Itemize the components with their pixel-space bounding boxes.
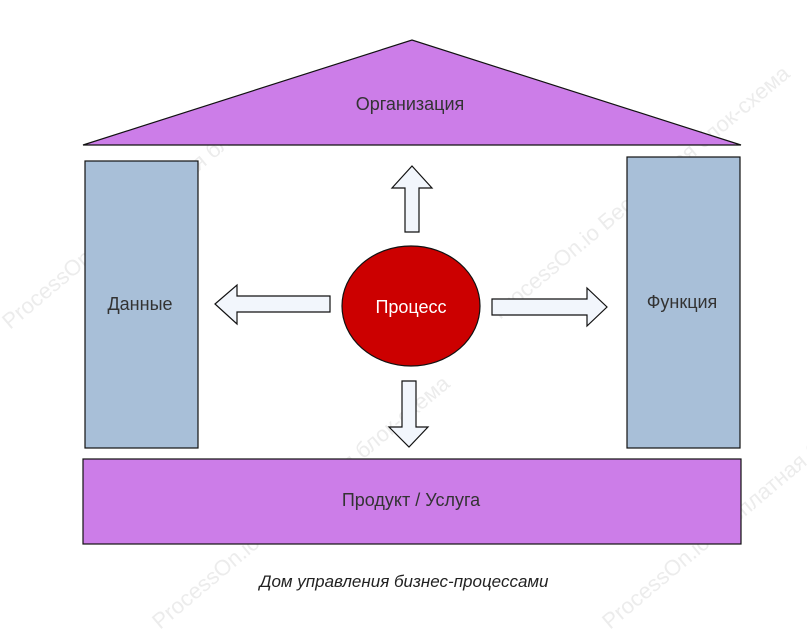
left-pillar[interactable]	[84, 160, 199, 449]
arrow-down-icon	[387, 380, 430, 448]
left-pillar-label: Данные	[107, 294, 172, 314]
foundation-bar[interactable]	[82, 458, 742, 545]
roof-triangle[interactable]	[82, 39, 742, 146]
foundation-label: Продукт / Услуга	[342, 490, 481, 510]
arrow-right-icon	[491, 286, 608, 328]
arrow-up-icon	[390, 165, 434, 233]
roof-label: Организация	[356, 94, 465, 114]
process-label: Процесс	[375, 297, 446, 317]
right-pillar-label: Функция	[647, 292, 718, 312]
arrow-left-icon	[214, 283, 331, 326]
right-pillar[interactable]	[626, 156, 741, 449]
process-circle[interactable]	[341, 245, 481, 367]
diagram-caption: Дом управления бизнес-процессами	[257, 572, 549, 591]
